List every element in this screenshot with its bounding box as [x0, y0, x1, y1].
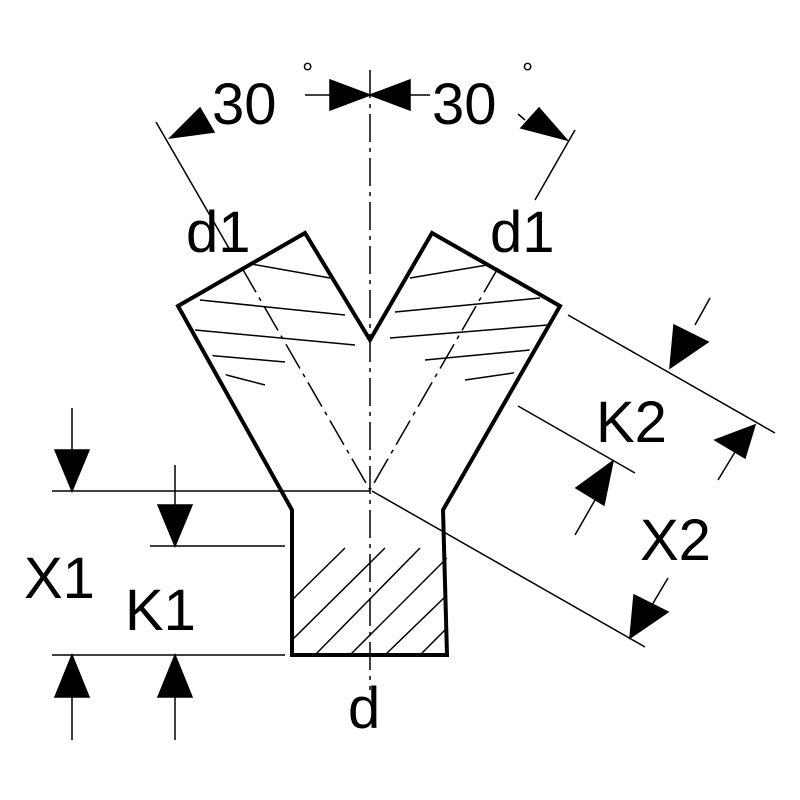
x1-arrow-bottom — [53, 653, 91, 698]
center-lines — [241, 70, 499, 690]
branch-left-label: d1 — [186, 200, 251, 265]
centerline-left-branch — [241, 267, 371, 491]
angle-right-degree: ° — [522, 57, 533, 88]
x2-label: X2 — [640, 508, 711, 573]
left-dimensions — [52, 408, 370, 740]
k1-arrow-bottom — [156, 653, 194, 698]
x2-arrow-bottom — [629, 593, 670, 640]
angle-arrow-right — [519, 106, 570, 142]
k1-arrow-top — [156, 504, 194, 548]
base-label: d — [348, 676, 380, 741]
k2-inner-extension — [517, 405, 636, 474]
hatch-right-branch — [389, 261, 549, 381]
x2-extension — [371, 490, 646, 648]
angle-arrow-left — [167, 106, 216, 140]
k2-outer-extension — [567, 314, 776, 434]
angle-arrow-center-right — [367, 78, 411, 112]
x1-arrow-top — [53, 449, 91, 493]
angle-arrow-center-left — [329, 78, 373, 112]
k2-label: K2 — [596, 390, 667, 455]
k2-arrow-inner — [574, 459, 615, 507]
x2-arrow-top — [713, 423, 757, 460]
angle-dimension — [167, 78, 570, 142]
k2-arrow-outer — [669, 323, 710, 370]
centerline-right-branch — [369, 267, 499, 491]
right-dimensions — [371, 297, 776, 648]
branch-right-label: d1 — [490, 200, 555, 265]
angle-right-value: 30 — [432, 72, 497, 137]
angle-left-value: 30 — [212, 72, 277, 137]
k1-label: K1 — [125, 578, 196, 643]
angle-left-degree: ° — [302, 57, 313, 88]
angle-extension-lines — [155, 121, 576, 251]
y-fitting-outline — [175, 230, 563, 657]
x1-label: X1 — [24, 546, 95, 611]
